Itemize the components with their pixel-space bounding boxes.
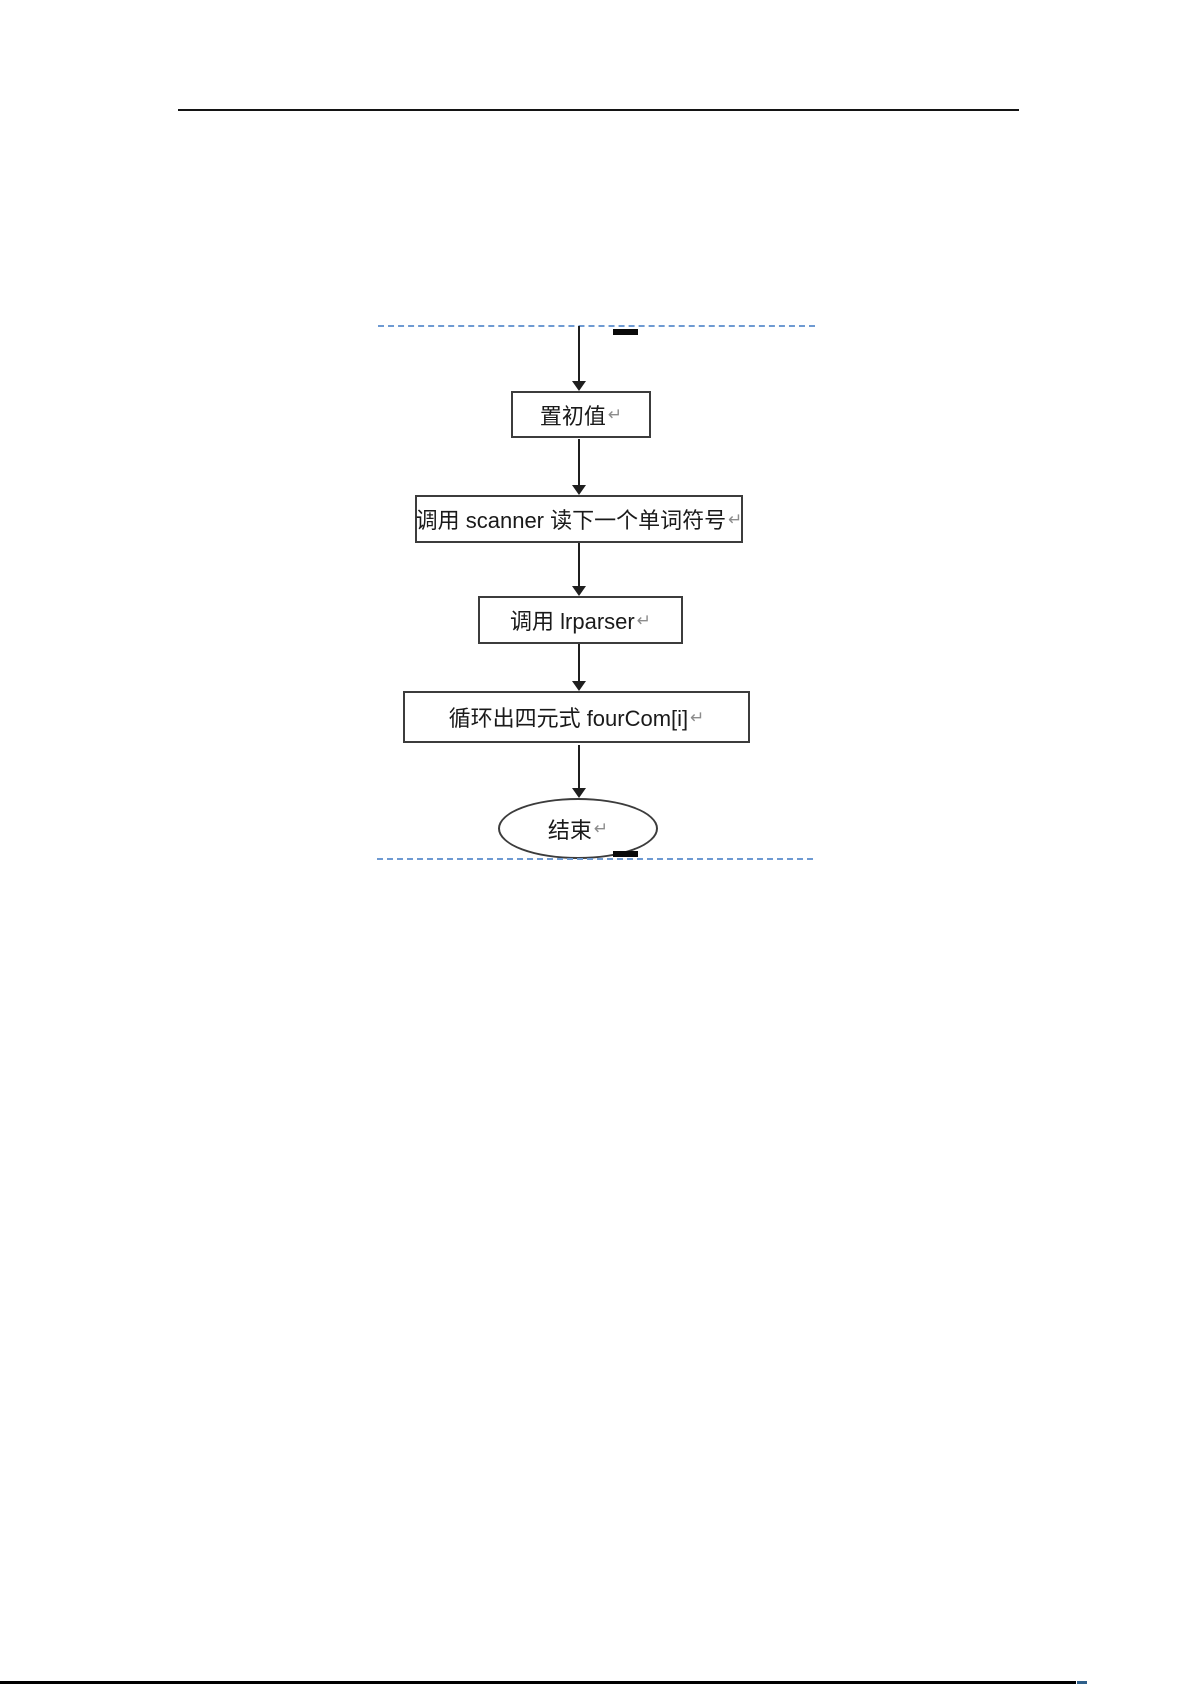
flow-node-label: 循环出四元式 fourCom[i] <box>448 706 689 731</box>
section-break-dashed-line-bottom <box>377 858 813 860</box>
flow-node-label: 调用 scanner 读下一个单词符号 <box>415 508 727 533</box>
flow-arrow-2 <box>572 439 586 495</box>
arrowhead-down-icon <box>572 681 586 691</box>
line-break-mark-icon: ↵ <box>690 707 705 727</box>
flow-node-call-lrparser: 调用 lrparser↵ <box>478 596 683 644</box>
bottom-edge-line <box>0 1681 1076 1684</box>
bottom-edge-accent <box>1077 1681 1087 1684</box>
connector-line <box>578 745 580 789</box>
anchor-marker-bar-top <box>613 329 638 335</box>
flow-node-set-initial-value: 置初值↵ <box>511 391 651 438</box>
line-break-mark-icon: ↵ <box>728 509 743 529</box>
line-break-mark-icon: ↵ <box>607 405 623 424</box>
arrowhead-down-icon <box>572 788 586 798</box>
section-break-dashed-line-top <box>378 325 815 327</box>
flow-arrow-4 <box>572 644 586 691</box>
flow-node-label: 结束 <box>547 817 592 843</box>
line-break-mark-icon: ↵ <box>636 610 651 630</box>
arrowhead-down-icon <box>572 586 586 596</box>
line-break-mark-icon: ↵ <box>593 819 609 838</box>
connector-line <box>578 543 580 587</box>
flow-arrow-3 <box>572 543 586 596</box>
flow-node-label: 置初值 <box>539 403 606 429</box>
arrowhead-down-icon <box>572 381 586 391</box>
connector-line <box>578 439 580 486</box>
arrowhead-down-icon <box>572 485 586 495</box>
flow-node-label: 调用 lrparser <box>510 609 635 634</box>
anchor-marker-bar-bottom <box>613 851 638 857</box>
header-rule <box>178 109 1019 111</box>
connector-line <box>578 644 580 682</box>
flow-arrow-5 <box>572 745 586 798</box>
flow-node-end-terminator: 结束↵ <box>498 798 658 859</box>
flow-node-output-quadruples: 循环出四元式 fourCom[i]↵ <box>403 691 750 743</box>
connector-line <box>578 326 580 382</box>
flow-arrow-1 <box>572 326 586 391</box>
flow-node-call-scanner: 调用 scanner 读下一个单词符号↵ <box>415 495 743 543</box>
